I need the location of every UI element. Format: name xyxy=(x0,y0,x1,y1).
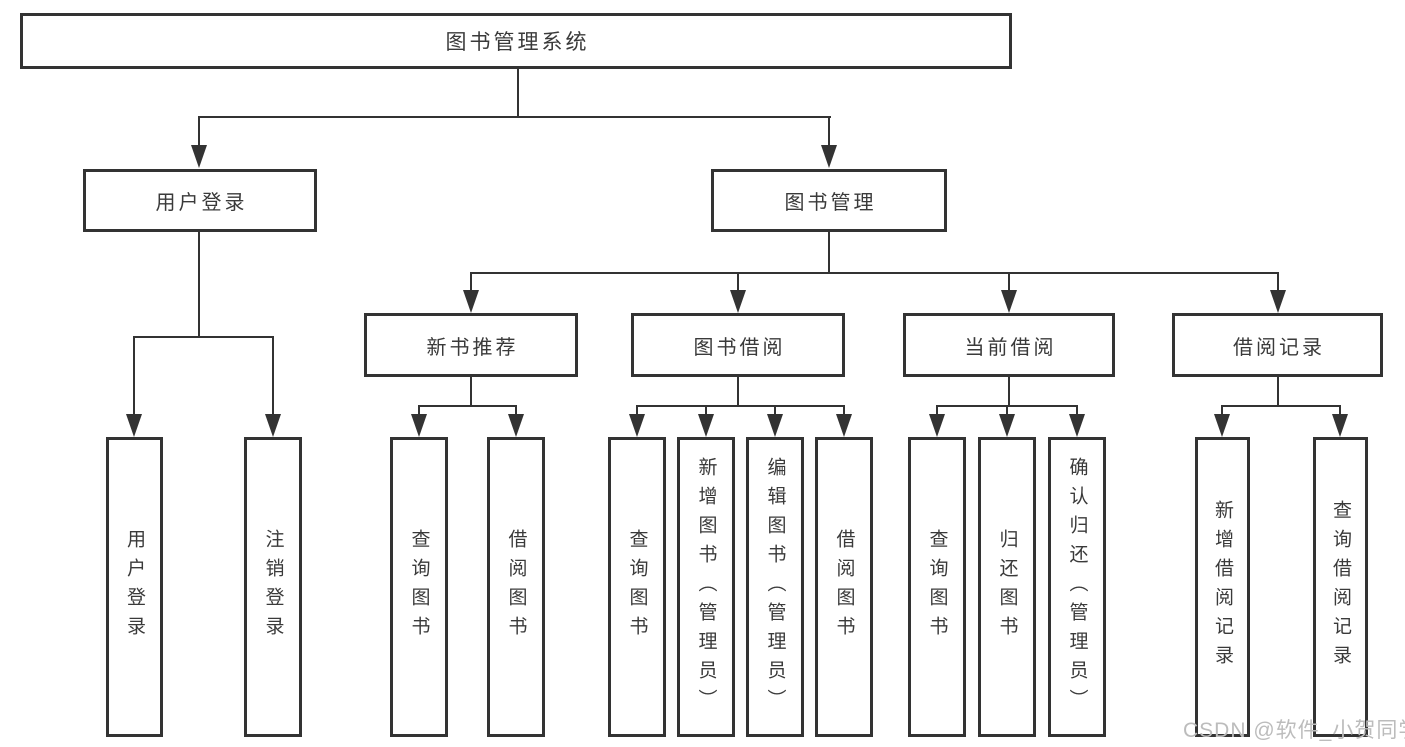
connector-line xyxy=(1008,272,1010,292)
arrowhead-down xyxy=(836,414,852,437)
connector-line xyxy=(133,336,274,338)
connector-line xyxy=(828,116,830,148)
arrowhead-down xyxy=(1332,414,1348,437)
leaf-query-books-borrowing: 查询图书 xyxy=(608,437,666,737)
node-new-book-recommend: 新书推荐 xyxy=(364,313,578,377)
connector-line xyxy=(418,405,420,417)
leaf-label: 归还图书 xyxy=(996,529,1018,645)
connector-line xyxy=(1221,405,1341,407)
node-library-system: 图书管理系统 xyxy=(20,13,1012,69)
connector-line xyxy=(470,272,472,292)
connector-line xyxy=(1339,405,1341,417)
connector-line xyxy=(515,405,517,417)
arrowhead-down xyxy=(821,145,837,168)
leaf-query-borrow-record: 查询借阅记录 xyxy=(1313,437,1368,737)
connector-line xyxy=(517,69,519,117)
leaf-label: 编辑图书（管理员） xyxy=(764,456,786,718)
node-borrowing-records: 借阅记录 xyxy=(1172,313,1383,377)
connector-line xyxy=(470,377,472,406)
leaf-confirm-return-admin: 确认归还（管理员） xyxy=(1048,437,1106,737)
arrowhead-down xyxy=(1069,414,1085,437)
connector-line xyxy=(1006,405,1008,417)
connector-line xyxy=(774,405,776,417)
connector-line xyxy=(936,405,938,417)
arrowhead-down xyxy=(629,414,645,437)
arrowhead-down xyxy=(126,414,142,437)
node-user-login: 用户登录 xyxy=(83,169,317,232)
leaf-label: 注销登录 xyxy=(262,529,284,645)
arrowhead-down xyxy=(1001,290,1017,313)
connector-line xyxy=(470,272,1279,274)
leaf-add-borrow-record: 新增借阅记录 xyxy=(1195,437,1250,737)
leaf-label: 新增借阅记录 xyxy=(1212,500,1233,674)
connector-line xyxy=(1008,377,1010,406)
leaf-query-books-current: 查询图书 xyxy=(908,437,966,737)
leaf-label: 查询借阅记录 xyxy=(1330,500,1351,674)
leaf-add-book-admin: 新增图书（管理员） xyxy=(677,437,735,737)
csdn-watermark: CSDN @软件_小贺同学 xyxy=(1183,719,1405,742)
connector-line xyxy=(1221,405,1223,417)
connector-line xyxy=(843,405,845,417)
connector-line xyxy=(133,336,135,416)
connector-line xyxy=(636,405,638,417)
arrowhead-down xyxy=(508,414,524,437)
connector-line xyxy=(636,405,845,407)
leaf-label: 查询图书 xyxy=(926,529,948,645)
connector-line xyxy=(198,116,200,148)
leaf-label: 借阅图书 xyxy=(505,529,527,645)
leaf-borrow-books-borrowing: 借阅图书 xyxy=(815,437,873,737)
leaf-label: 用户登录 xyxy=(124,529,145,645)
connector-line xyxy=(1277,272,1279,292)
arrowhead-down xyxy=(1270,290,1286,313)
node-book-borrowing: 图书借阅 xyxy=(631,313,845,377)
node-book-management: 图书管理 xyxy=(711,169,947,232)
connector-line xyxy=(705,405,707,417)
arrowhead-down xyxy=(463,290,479,313)
leaf-label: 查询图书 xyxy=(408,529,430,645)
connector-line xyxy=(418,405,517,407)
connector-line xyxy=(272,336,274,416)
leaf-label: 新增图书（管理员） xyxy=(695,456,717,718)
connector-line xyxy=(198,116,831,118)
arrowhead-down xyxy=(1214,414,1230,437)
leaf-label: 借阅图书 xyxy=(833,529,855,645)
arrowhead-down xyxy=(999,414,1015,437)
node-current-borrowing: 当前借阅 xyxy=(903,313,1115,377)
arrowhead-down xyxy=(767,414,783,437)
leaf-user-login: 用户登录 xyxy=(106,437,163,737)
leaf-label: 查询图书 xyxy=(626,529,648,645)
connector-line xyxy=(828,232,830,273)
connector-line xyxy=(1076,405,1078,417)
leaf-borrow-books-recommend: 借阅图书 xyxy=(487,437,545,737)
connector-line xyxy=(737,377,739,406)
arrowhead-down xyxy=(929,414,945,437)
leaf-logout: 注销登录 xyxy=(244,437,302,737)
arrowhead-down xyxy=(191,145,207,168)
connector-line xyxy=(1277,377,1279,406)
leaf-query-books-recommend: 查询图书 xyxy=(390,437,448,737)
arrowhead-down xyxy=(730,290,746,313)
arrowhead-down xyxy=(411,414,427,437)
leaf-return-books: 归还图书 xyxy=(978,437,1036,737)
leaf-edit-book-admin: 编辑图书（管理员） xyxy=(746,437,804,737)
connector-line xyxy=(737,272,739,292)
connector-line xyxy=(198,232,200,337)
arrowhead-down xyxy=(265,414,281,437)
leaf-label: 确认归还（管理员） xyxy=(1066,456,1088,718)
arrowhead-down xyxy=(698,414,714,437)
